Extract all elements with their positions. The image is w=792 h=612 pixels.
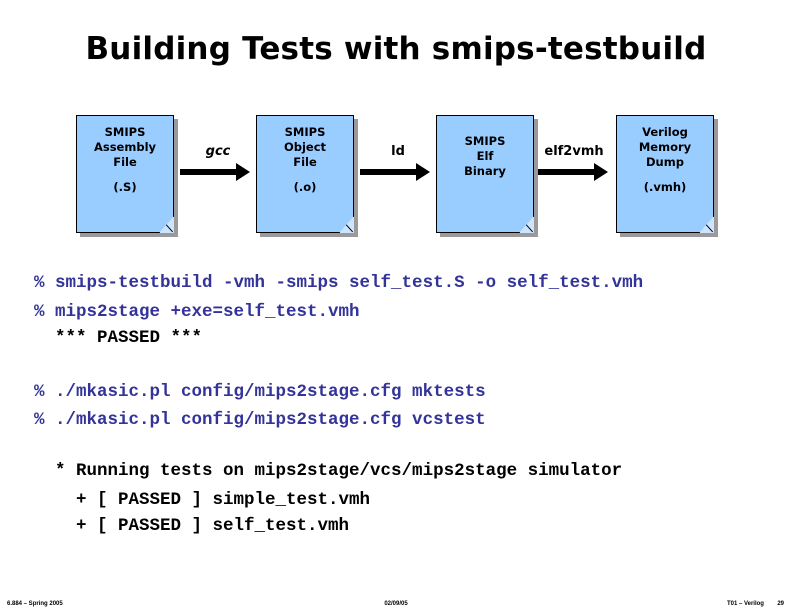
box-label-group: SMIPS Elf Binary bbox=[436, 115, 534, 233]
box-line-2: Assembly bbox=[93, 140, 157, 154]
arrow-shaft bbox=[360, 169, 418, 175]
arrow-shaft bbox=[538, 169, 596, 175]
box-line-2: Object bbox=[283, 140, 327, 154]
arrow-label-gcc: gcc bbox=[205, 144, 231, 159]
terminal-output-running-tests: * Running tests on mips2stage/vcs/mips2s… bbox=[34, 461, 623, 481]
box-line-3: Binary bbox=[464, 164, 506, 178]
terminal-command-mips2stage: % mips2stage +exe=self_test.vmh bbox=[34, 302, 360, 322]
box-line-1: SMIPS bbox=[284, 125, 326, 139]
box-line-3: Dump bbox=[646, 155, 684, 169]
terminal-command-mkasic-vcstest: % ./mkasic.pl config/mips2stage.cfg vcst… bbox=[34, 410, 486, 430]
document-shape bbox=[76, 115, 174, 233]
pipeline-box-verilog-memory-dump: Verilog Memory Dump (.vmh) bbox=[616, 115, 718, 237]
box-line-1: SMIPS bbox=[104, 125, 146, 139]
pipeline-arrow-gcc: gcc bbox=[180, 115, 256, 233]
arrow-head-icon bbox=[236, 163, 250, 181]
footer-slide-number: 29 bbox=[777, 601, 784, 607]
build-pipeline-diagram: SMIPS Assembly File (.S) gcc SMIPS Objec… bbox=[0, 115, 792, 240]
footer-date: 02/09/05 bbox=[384, 601, 408, 607]
arrow-shaft bbox=[180, 169, 238, 175]
box-line-1: SMIPS bbox=[464, 134, 506, 148]
arrow-head-icon bbox=[594, 163, 608, 181]
pipeline-arrow-elf2vmh: elf2vmh bbox=[534, 115, 614, 233]
document-shape bbox=[616, 115, 714, 233]
terminal-output-self-test: + [ PASSED ] self_test.vmh bbox=[34, 516, 350, 536]
pipeline-box-smips-object: SMIPS Object File (.o) bbox=[256, 115, 358, 237]
box-line-2: Elf bbox=[476, 149, 494, 163]
box-line-3: File bbox=[293, 155, 317, 169]
terminal-result-passed: *** PASSED *** bbox=[34, 328, 203, 348]
pipeline-box-smips-elf: SMIPS Elf Binary bbox=[436, 115, 538, 237]
box-label-group: Verilog Memory Dump (.vmh) bbox=[616, 115, 714, 233]
terminal-command-smips-testbuild: % smips-testbuild -vmh -smips self_test.… bbox=[34, 273, 644, 293]
arrow-label-elf2vmh: elf2vmh bbox=[544, 144, 604, 159]
box-line-3: File bbox=[113, 155, 137, 169]
terminal-command-mkasic-mktests: % ./mkasic.pl config/mips2stage.cfg mkte… bbox=[34, 382, 486, 402]
box-line-2: Memory bbox=[638, 140, 692, 154]
page-title: Building Tests with smips-testbuild bbox=[85, 31, 707, 67]
box-line-1: Verilog bbox=[642, 125, 688, 139]
box-label-group: SMIPS Object File (.o) bbox=[256, 115, 354, 233]
box-label-group: SMIPS Assembly File (.S) bbox=[76, 115, 174, 233]
arrow-head-icon bbox=[416, 163, 430, 181]
document-shape bbox=[256, 115, 354, 233]
footer-course-term: 6.884 – Spring 2005 bbox=[7, 601, 63, 607]
pipeline-box-smips-assembly: SMIPS Assembly File (.S) bbox=[76, 115, 178, 237]
footer-topic-and-slide: T01 – Verilog 29 bbox=[727, 601, 784, 607]
footer-topic: T01 – Verilog bbox=[726, 601, 764, 607]
arrow-label-ld: ld bbox=[391, 144, 405, 159]
document-shape bbox=[436, 115, 534, 233]
pipeline-arrow-ld: ld bbox=[360, 115, 436, 233]
terminal-output-simple-test: + [ PASSED ] simple_test.vmh bbox=[34, 490, 371, 510]
box-extension: (.o) bbox=[293, 180, 317, 194]
box-extension: (.vmh) bbox=[643, 180, 687, 194]
box-extension: (.S) bbox=[113, 180, 137, 194]
